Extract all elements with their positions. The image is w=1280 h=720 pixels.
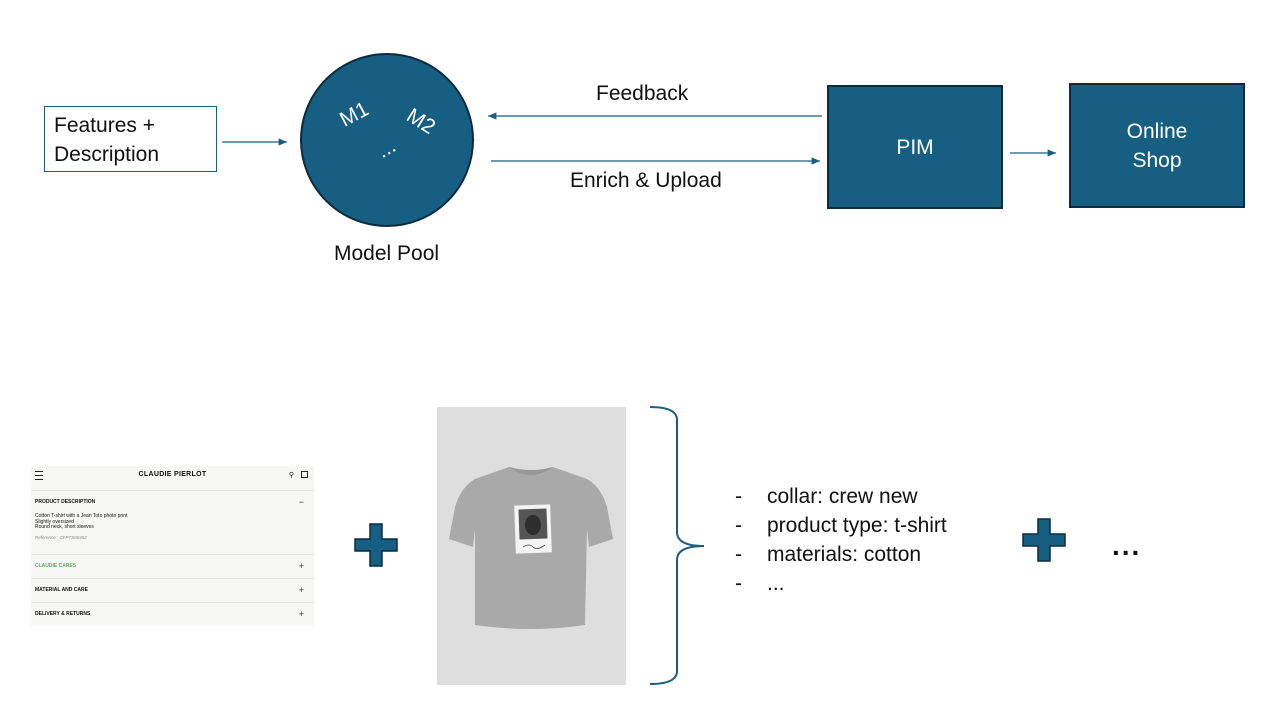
online-label: Online (1126, 119, 1188, 143)
pim-box: PIM (827, 85, 1003, 209)
more-models-ellipsis: ... (373, 134, 400, 163)
features-description-box: Features + Description (44, 106, 217, 172)
plus-icon (354, 523, 398, 567)
online-shop-box: Online Shop (1069, 83, 1245, 208)
model-pool-label: Model Pool (334, 242, 440, 265)
feedback-label: Feedback (596, 82, 689, 105)
description-line: Cotton T-shirt with a Jean Toto photo pr… (35, 513, 128, 519)
description-line: Slightly oversized (35, 518, 74, 525)
hamburger-menu-icon (35, 471, 43, 480)
description-line: Round neck, short sleeves (35, 524, 94, 530)
brand-name: CLAUDIE PIERLOT (138, 471, 207, 478)
model-pool-circle: M1 M2 ... (300, 53, 474, 227)
description-label: Description (54, 143, 160, 166)
attribute-item: ... (735, 569, 947, 598)
expand-toggle: + (298, 609, 304, 619)
attribute-item: materials: cotton (735, 540, 947, 569)
brace-icon (649, 406, 705, 685)
section-product-description: PRODUCT DESCRIPTION (35, 499, 96, 505)
shop-label: Shop (1132, 148, 1182, 172)
attribute-item: product type: t-shirt (735, 511, 947, 540)
search-icon: ⚲ (288, 472, 294, 479)
expand-toggle: + (298, 585, 304, 595)
product-description-text: Cotton T-shirt with a Jean Toto photo pr… (35, 513, 128, 531)
product-page-screenshot: CLAUDIE PIERLOT ⚲ PRODUCT DESCRIPTION − … (31, 466, 314, 626)
extracted-attributes-list: collar: crew new product type: t-shirt m… (735, 482, 947, 598)
features-label: Features + (54, 114, 155, 137)
divider (31, 554, 314, 555)
model-m1-label: M1 (336, 97, 373, 132)
section-material-care: MATERIAL AND CARE (35, 587, 88, 593)
product-reference: Reference : CFPTS00452 (35, 535, 87, 540)
pim-label: PIM (896, 135, 934, 159)
enrich-upload-label: Enrich & Upload (570, 169, 722, 192)
section-delivery-returns: DELIVERY & RETURNS (35, 611, 91, 617)
model-m2-label: M2 (402, 104, 440, 140)
shopping-bag-icon (301, 471, 308, 478)
divider (31, 490, 314, 491)
expand-toggle: + (298, 561, 304, 571)
divider (31, 578, 314, 579)
tshirt-product-photo (437, 407, 626, 685)
attribute-item: collar: crew new (735, 482, 947, 511)
tshirt-icon (449, 467, 613, 629)
section-claudie-cares: CLAUDIE CARES (35, 563, 77, 569)
plus-icon (1022, 518, 1066, 562)
collapse-toggle: − (298, 497, 304, 507)
divider (31, 602, 314, 603)
more-inputs-ellipsis: ... (1112, 530, 1142, 561)
